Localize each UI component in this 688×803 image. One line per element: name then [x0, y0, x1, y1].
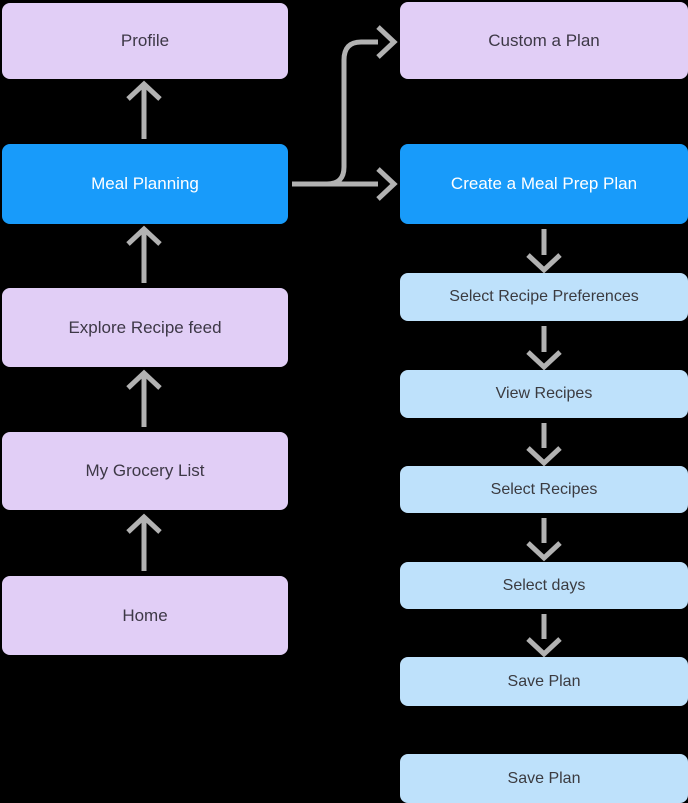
arrow-grocery-to-explore: [126, 369, 162, 427]
node-profile[interactable]: Profile: [2, 3, 288, 79]
node-select-days[interactable]: Select days: [400, 562, 688, 609]
arrow-view-recipes-to-select-recipes: [526, 423, 562, 467]
node-save-plan[interactable]: Save Plan: [400, 657, 688, 706]
arrow-meal-planning-to-custom-plan: [326, 25, 398, 187]
node-create-meal-prep-plan-label: Create a Meal Prep Plan: [450, 174, 638, 193]
node-select-recipe-preferences[interactable]: Select Recipe Preferences: [400, 273, 688, 321]
node-explore-recipe-feed[interactable]: Explore Recipe feed: [2, 288, 288, 367]
node-meal-planning[interactable]: Meal Planning: [2, 144, 288, 224]
node-profile-label: Profile: [120, 31, 170, 50]
node-create-meal-prep-plan[interactable]: Create a Meal Prep Plan: [400, 144, 688, 224]
node-home-label: Home: [122, 605, 168, 625]
arrow-explore-to-meal-planning: [126, 225, 162, 283]
arrow-meal-planning-to-profile: [126, 80, 162, 139]
arrow-select-days-to-save-plan: [526, 614, 562, 658]
node-home[interactable]: Home: [2, 576, 288, 655]
arrow-select-recipes-to-select-days: [526, 518, 562, 562]
arrow-create-plan-to-preferences: [526, 229, 562, 274]
node-select-recipe-preferences-label: Select Recipe Preferences: [449, 288, 639, 305]
node-save-plan-2-label: Save Plan: [507, 769, 581, 787]
node-view-recipes[interactable]: View Recipes: [400, 370, 688, 418]
node-my-grocery-list[interactable]: My Grocery List: [2, 432, 288, 510]
node-meal-planning-label: Meal Planning: [91, 174, 199, 193]
node-custom-a-plan-label: Custom a Plan: [488, 30, 600, 50]
node-explore-recipe-feed-label: Explore Recipe feed: [68, 317, 222, 337]
node-custom-a-plan[interactable]: Custom a Plan: [400, 2, 688, 79]
arrow-home-to-grocery: [126, 513, 162, 571]
node-save-plan-2[interactable]: Save Plan: [400, 754, 688, 803]
node-my-grocery-list-label: My Grocery List: [85, 461, 205, 480]
arrow-preferences-to-view-recipes: [526, 326, 562, 371]
node-select-days-label: Select days: [502, 576, 586, 594]
node-select-recipes[interactable]: Select Recipes: [400, 466, 688, 513]
node-select-recipes-label: Select Recipes: [490, 480, 598, 498]
node-save-plan-label: Save Plan: [507, 672, 581, 690]
node-view-recipes-label: View Recipes: [495, 385, 593, 402]
